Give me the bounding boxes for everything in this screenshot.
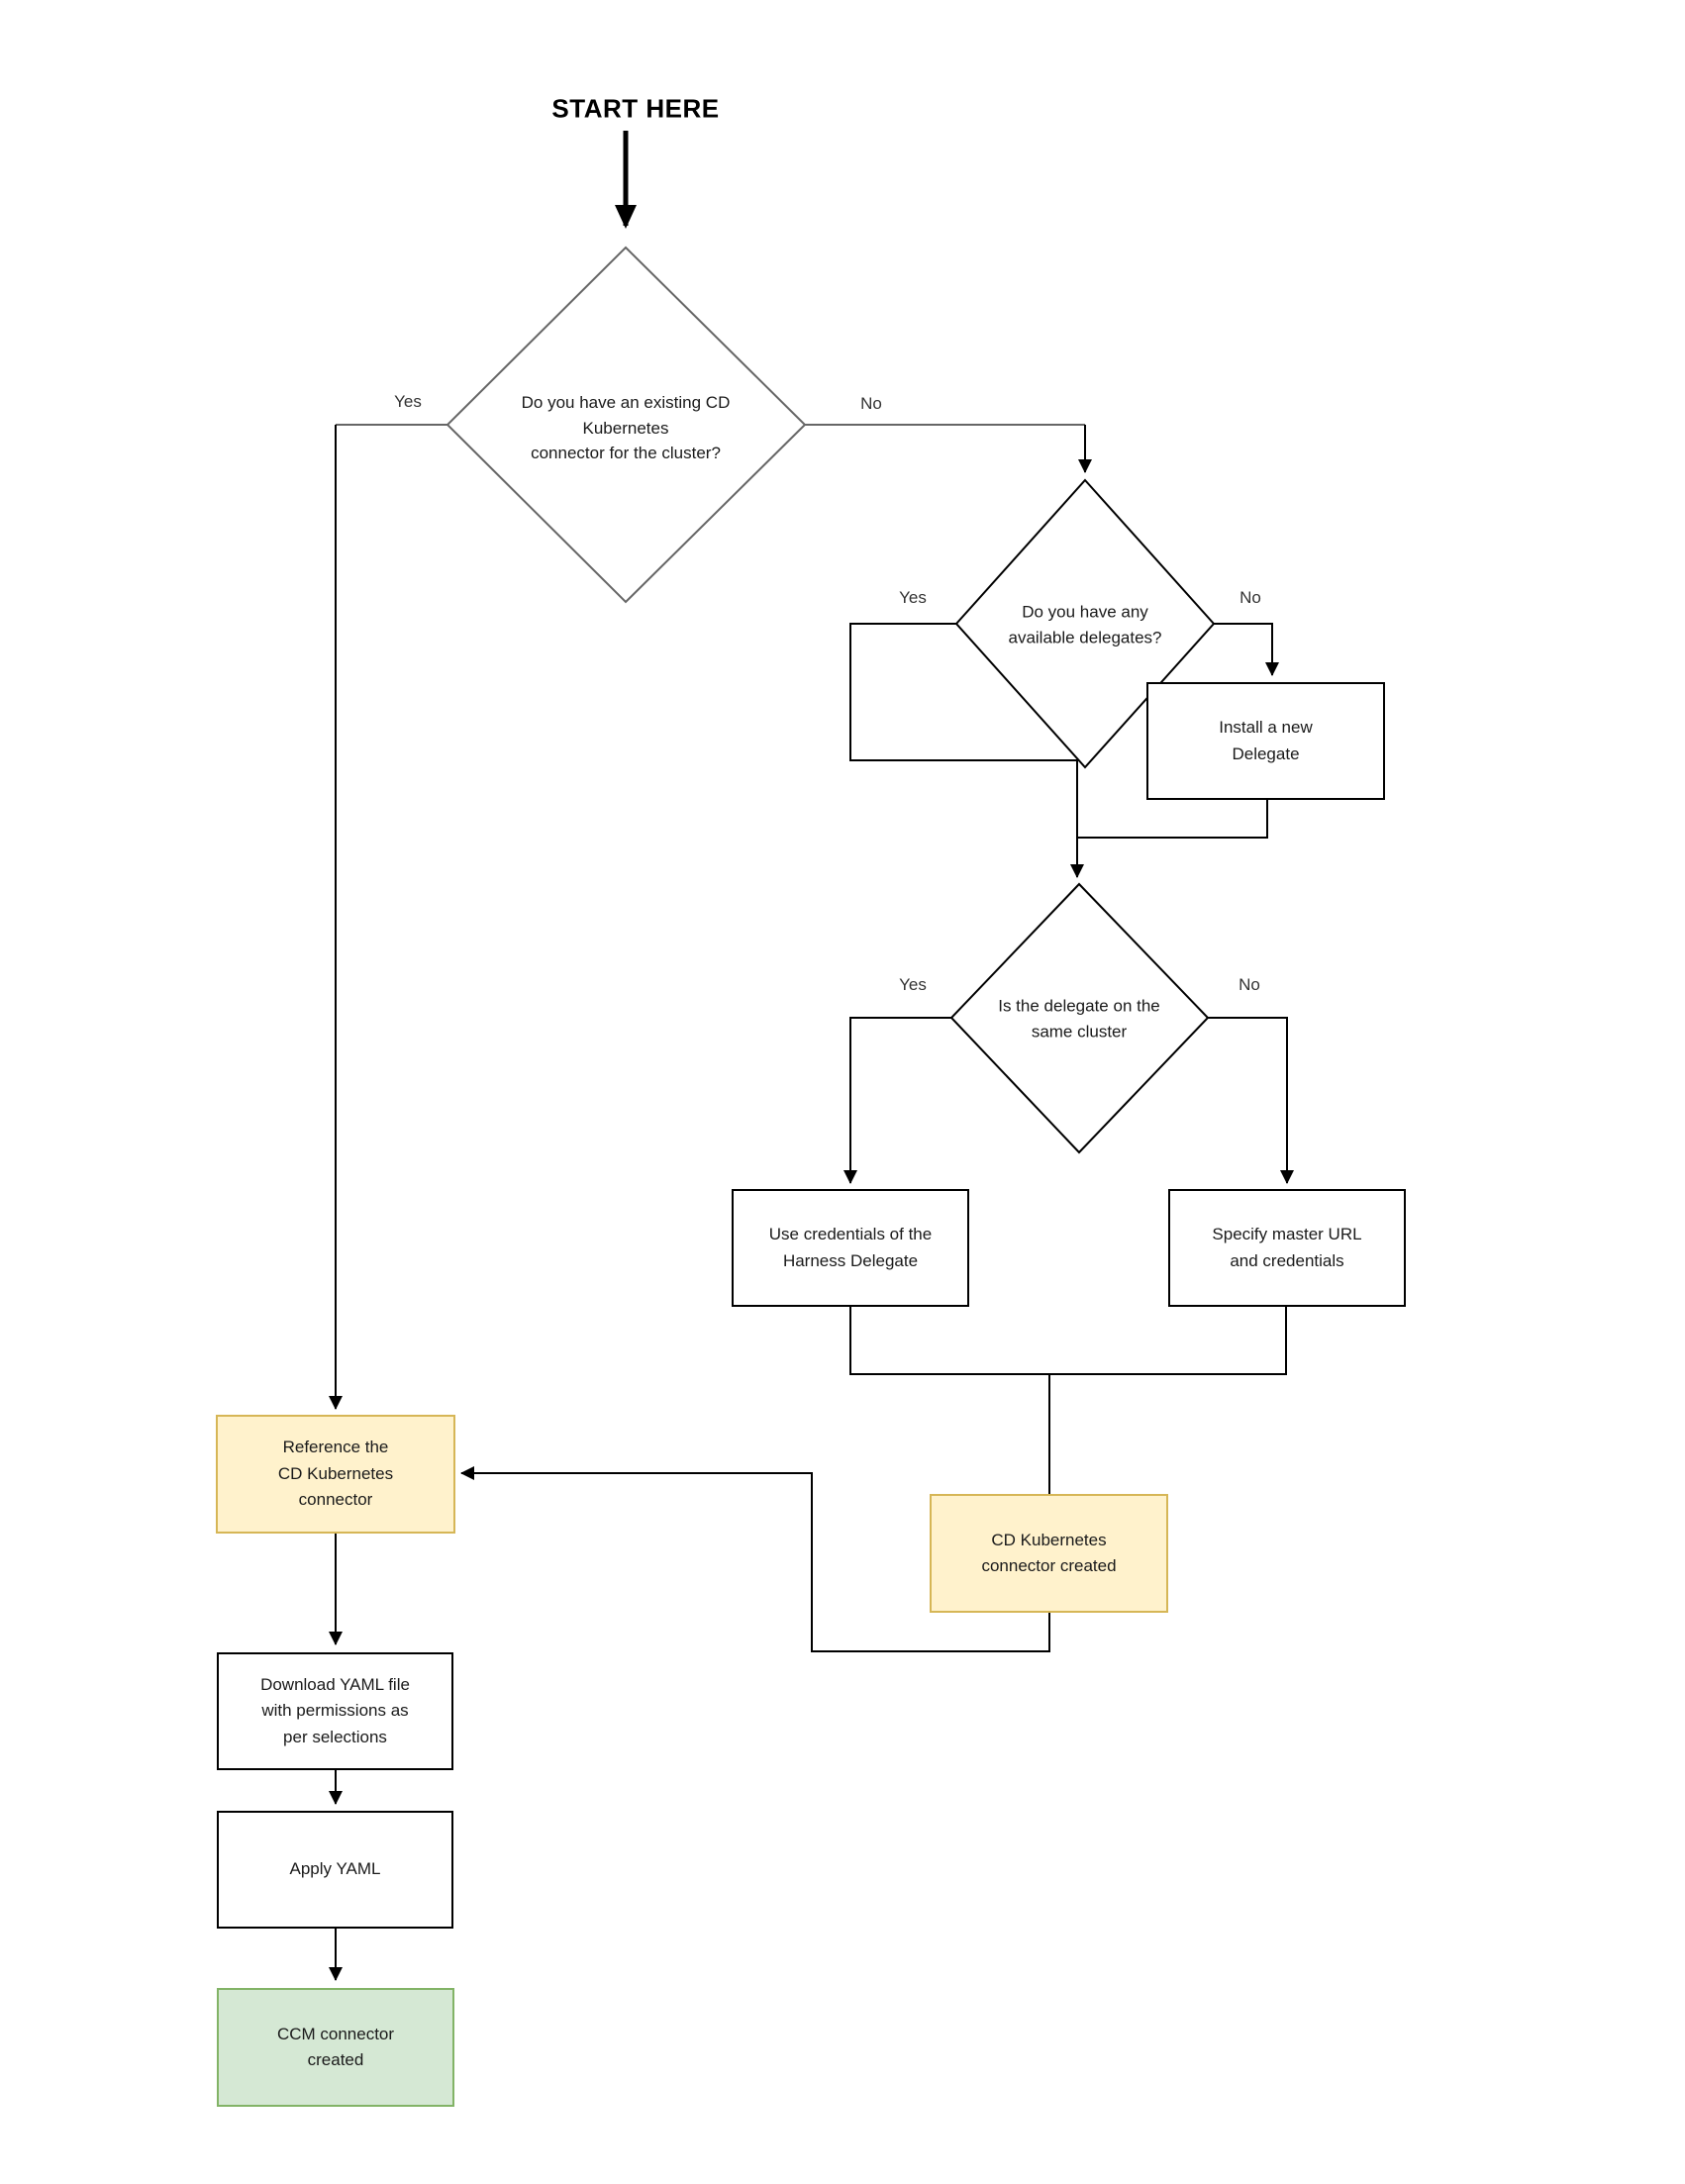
process-ccm-connector-created: CCM connector created	[217, 1988, 454, 2107]
edge-label-no1: No	[858, 394, 884, 414]
edge-label-yes3: Yes	[897, 975, 929, 995]
edge-cd-to-reference	[460, 1466, 1050, 1652]
decision-same-cluster-shape	[949, 882, 1210, 1154]
edge-install-out	[1077, 800, 1268, 839]
edge-label-yes2: Yes	[897, 588, 929, 608]
decision-same-cluster-label: Is the delegate on the same cluster	[998, 996, 1160, 1042]
process-use-credentials: Use credentials of the Harness Delegate	[732, 1189, 969, 1307]
edge-yes3	[843, 1017, 951, 1184]
edge-no3	[1208, 1017, 1294, 1184]
start-here-title: START HERE	[551, 93, 720, 124]
edge-no2	[1214, 623, 1279, 676]
edge-label-no2: No	[1238, 588, 1263, 608]
process-apply-yaml: Apply YAML	[217, 1811, 453, 1929]
process-cd-connector-created: CD Kubernetes connector created	[930, 1494, 1168, 1613]
process-install-delegate: Install a new Delegate	[1146, 682, 1385, 800]
edge-specify-url-out	[1049, 1307, 1287, 1375]
edge-yes2	[849, 623, 1084, 878]
edge-label-no3: No	[1237, 975, 1262, 995]
process-download-yaml: Download YAML file with permissions as p…	[217, 1652, 453, 1770]
decision-existing-connector-label: Do you have an existing CD Kubernetes co…	[521, 392, 731, 462]
edge-use-credentials-out	[849, 1307, 1049, 1375]
edge-label-yes1: Yes	[392, 392, 424, 412]
process-reference-connector: Reference the CD Kubernetes connector	[216, 1415, 455, 1534]
decision-existing-connector-shape	[446, 246, 807, 604]
decision-available-delegates-label: Do you have any available delegates?	[1008, 602, 1162, 647]
process-specify-master-url: Specify master URL and credentials	[1168, 1189, 1406, 1307]
